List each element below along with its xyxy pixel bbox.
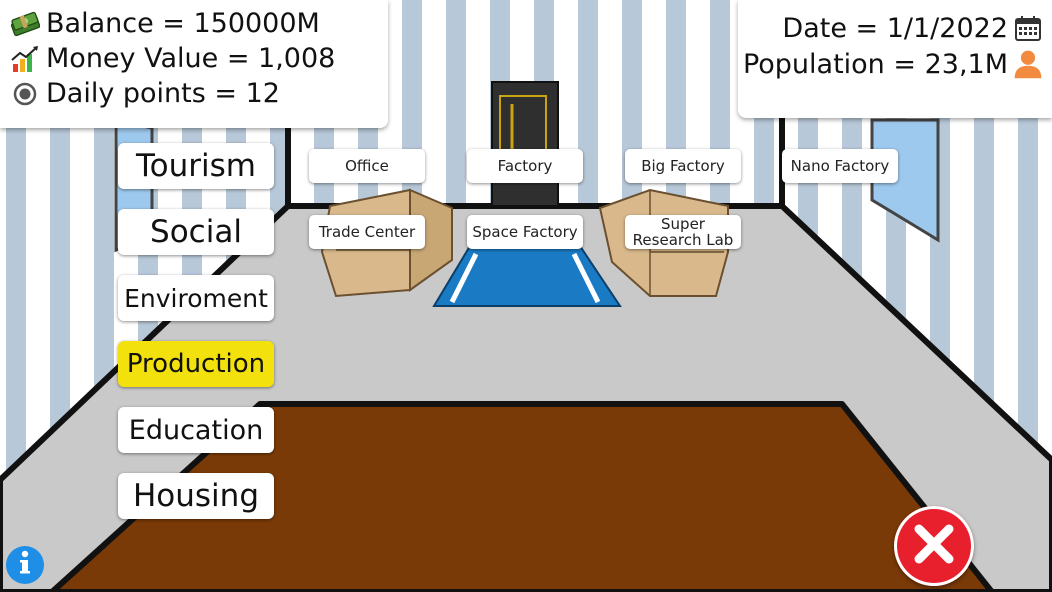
building-trade-center-button[interactable]: Trade Center	[309, 215, 425, 249]
category-housing-button[interactable]: Housing	[118, 473, 274, 519]
info-button[interactable]	[6, 546, 44, 584]
calendar-icon	[1012, 12, 1044, 44]
category-education-button[interactable]: Education	[118, 407, 274, 453]
building-big-factory-button[interactable]: Big Factory	[625, 149, 741, 183]
balance-text: Balance = 150000M	[46, 8, 320, 39]
money-value-row: Money Value = 1,008	[10, 43, 335, 74]
building-label: Office	[345, 157, 389, 175]
info-icon	[15, 550, 35, 580]
building-label: Factory	[497, 157, 553, 175]
building-office-button[interactable]: Office	[309, 149, 425, 183]
category-label: Enviroment	[124, 283, 268, 313]
building-label: Space Factory	[472, 223, 578, 241]
date-row: Date = 1/1/2022	[782, 12, 1044, 44]
carpet	[49, 401, 995, 592]
building-label: Nano Factory	[790, 157, 890, 175]
category-production-button[interactable]: Production	[118, 341, 274, 387]
money-value-text: Money Value = 1,008	[46, 43, 336, 74]
close-icon	[911, 521, 957, 571]
category-enviroment-button[interactable]: Enviroment	[118, 275, 274, 321]
category-social-button[interactable]: Social	[118, 209, 274, 255]
money-stack-icon	[10, 9, 40, 39]
category-label: Housing	[132, 478, 259, 514]
growth-chart-icon	[10, 44, 40, 74]
radio-dot-icon	[10, 79, 40, 109]
date-text: Date = 1/1/2022	[782, 12, 1008, 44]
world-info-panel: Date = 1/1/2022 Population = 23,1M	[738, 0, 1052, 118]
rug	[432, 245, 622, 307]
close-button[interactable]	[894, 506, 974, 586]
building-label: Trade Center	[318, 223, 416, 241]
building-space-factory-button[interactable]: Space Factory	[467, 215, 583, 249]
category-label: Social	[150, 214, 242, 250]
balance-row: Balance = 150000M	[10, 8, 320, 39]
door	[491, 81, 559, 207]
building-super-research-lab-button[interactable]: Super Research Lab	[625, 215, 741, 249]
daily-points-row: Daily points = 12	[10, 78, 280, 109]
population-text: Population = 23,1M	[742, 48, 1008, 80]
building-nano-factory-button[interactable]: Nano Factory	[782, 149, 898, 183]
building-factory-button[interactable]: Factory	[467, 149, 583, 183]
stats-panel: Balance = 150000M Money Value = 1,008 Da…	[0, 0, 388, 128]
population-row: Population = 23,1M	[743, 48, 1044, 80]
daily-points-text: Daily points = 12	[46, 78, 280, 109]
category-label: Education	[128, 414, 264, 446]
building-label: Super Research Lab	[632, 215, 734, 249]
category-tourism-button[interactable]: Tourism	[118, 143, 274, 189]
category-label: Tourism	[136, 148, 256, 184]
person-icon	[1012, 48, 1044, 80]
category-label: Production	[126, 349, 266, 379]
building-label: Big Factory	[641, 157, 725, 175]
